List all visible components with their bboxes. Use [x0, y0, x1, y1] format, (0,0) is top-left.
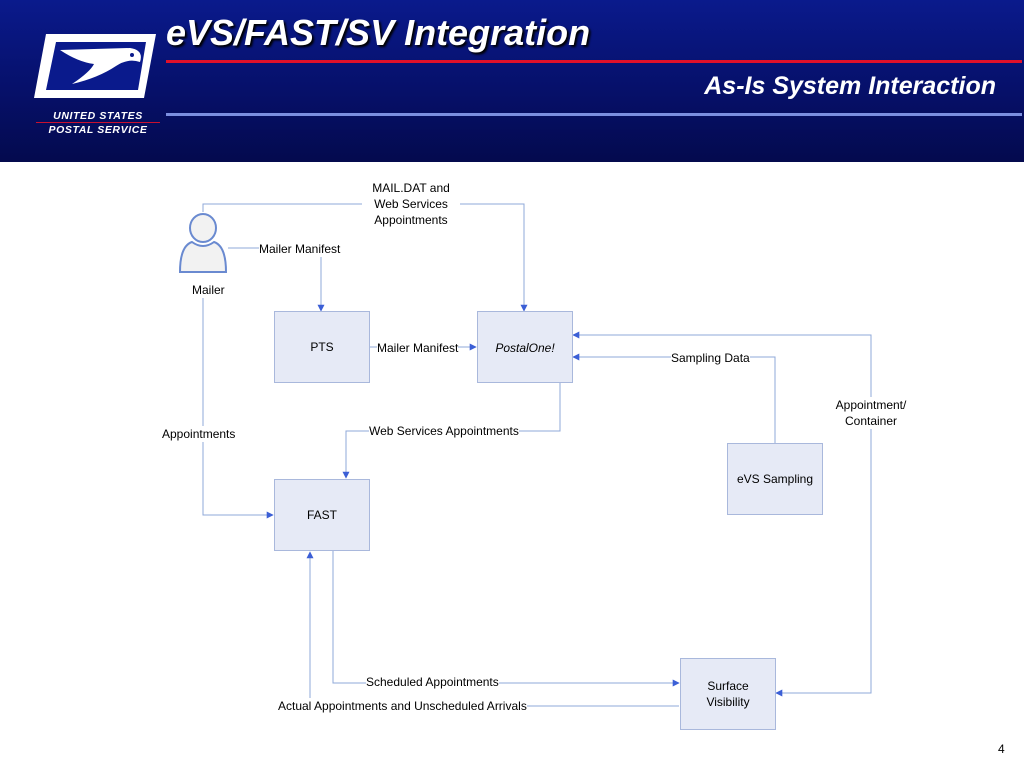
logo-divider: [36, 122, 160, 123]
edge-label-sampling-data: Sampling Data: [671, 350, 750, 366]
slide-header: UNITED STATES POSTAL SERVICE eVS/FAST/SV…: [0, 0, 1024, 162]
node-fast-label: FAST: [306, 508, 337, 522]
node-sv-label-line1: Surface: [707, 679, 749, 693]
connector-appointments: [202, 298, 274, 519]
node-fast[interactable]: FAST: [274, 479, 370, 551]
node-pts[interactable]: PTS: [274, 311, 370, 383]
page-number: 4: [998, 742, 1005, 756]
edge-label-appt-container-line2: Container: [844, 414, 898, 428]
edge-label-mailer-manifest-2: Mailer Manifest: [377, 340, 459, 356]
logo-text-line2: POSTAL SERVICE: [48, 124, 148, 136]
edge-label-appt-container: Appointment/ Container: [826, 397, 916, 429]
edge-label-ws-appointments: Web Services Appointments: [369, 423, 519, 439]
connector-sampling-data: [572, 353, 776, 443]
node-evs-label: eVS Sampling: [736, 472, 814, 486]
edge-label-appointments: Appointments: [162, 426, 236, 442]
edge-label-maildat-line2: Web Services: [374, 197, 448, 211]
connector-appt-container-sv: [775, 420, 872, 697]
node-evs-sampling[interactable]: eVS Sampling: [727, 443, 823, 515]
eagle-logo-icon: [34, 34, 156, 98]
connector-mailer-manifest-pts: [228, 247, 325, 312]
slide-subtitle: As-Is System Interaction: [704, 72, 996, 100]
node-postalone[interactable]: PostalOne!: [477, 311, 573, 383]
title-divider-red: [166, 60, 1022, 63]
edge-label-maildat: MAIL.DAT and Web Services Appointments: [362, 180, 460, 228]
node-surface-visibility[interactable]: Surface Visibility: [680, 658, 776, 730]
person-icon: [178, 213, 228, 273]
edge-label-appt-container-line1: Appointment/: [835, 398, 907, 412]
edge-label-mailer-manifest-1: Mailer Manifest: [259, 241, 341, 257]
node-pts-label: PTS: [310, 340, 334, 354]
edge-label-actual-appointments: Actual Appointments and Unscheduled Arri…: [278, 698, 527, 714]
edge-label-maildat-line1: MAIL.DAT and: [372, 181, 450, 195]
usps-logo: UNITED STATES POSTAL SERVICE: [32, 28, 164, 138]
connector-appt-container-postalone: [572, 331, 872, 420]
title-divider-blue: [166, 113, 1022, 116]
node-postalone-label: PostalOne!: [495, 341, 555, 355]
edge-label-maildat-line3: Appointments: [374, 213, 448, 227]
connector-scheduled-appointments: [332, 551, 680, 687]
node-sv-label-line2: Visibility: [706, 695, 750, 709]
actor-label-mailer: Mailer: [192, 282, 225, 298]
slide-title: eVS/FAST/SV Integration: [166, 12, 591, 53]
edge-label-scheduled-appointments: Scheduled Appointments: [366, 674, 499, 690]
logo-text-line1: UNITED STATES: [53, 110, 143, 122]
